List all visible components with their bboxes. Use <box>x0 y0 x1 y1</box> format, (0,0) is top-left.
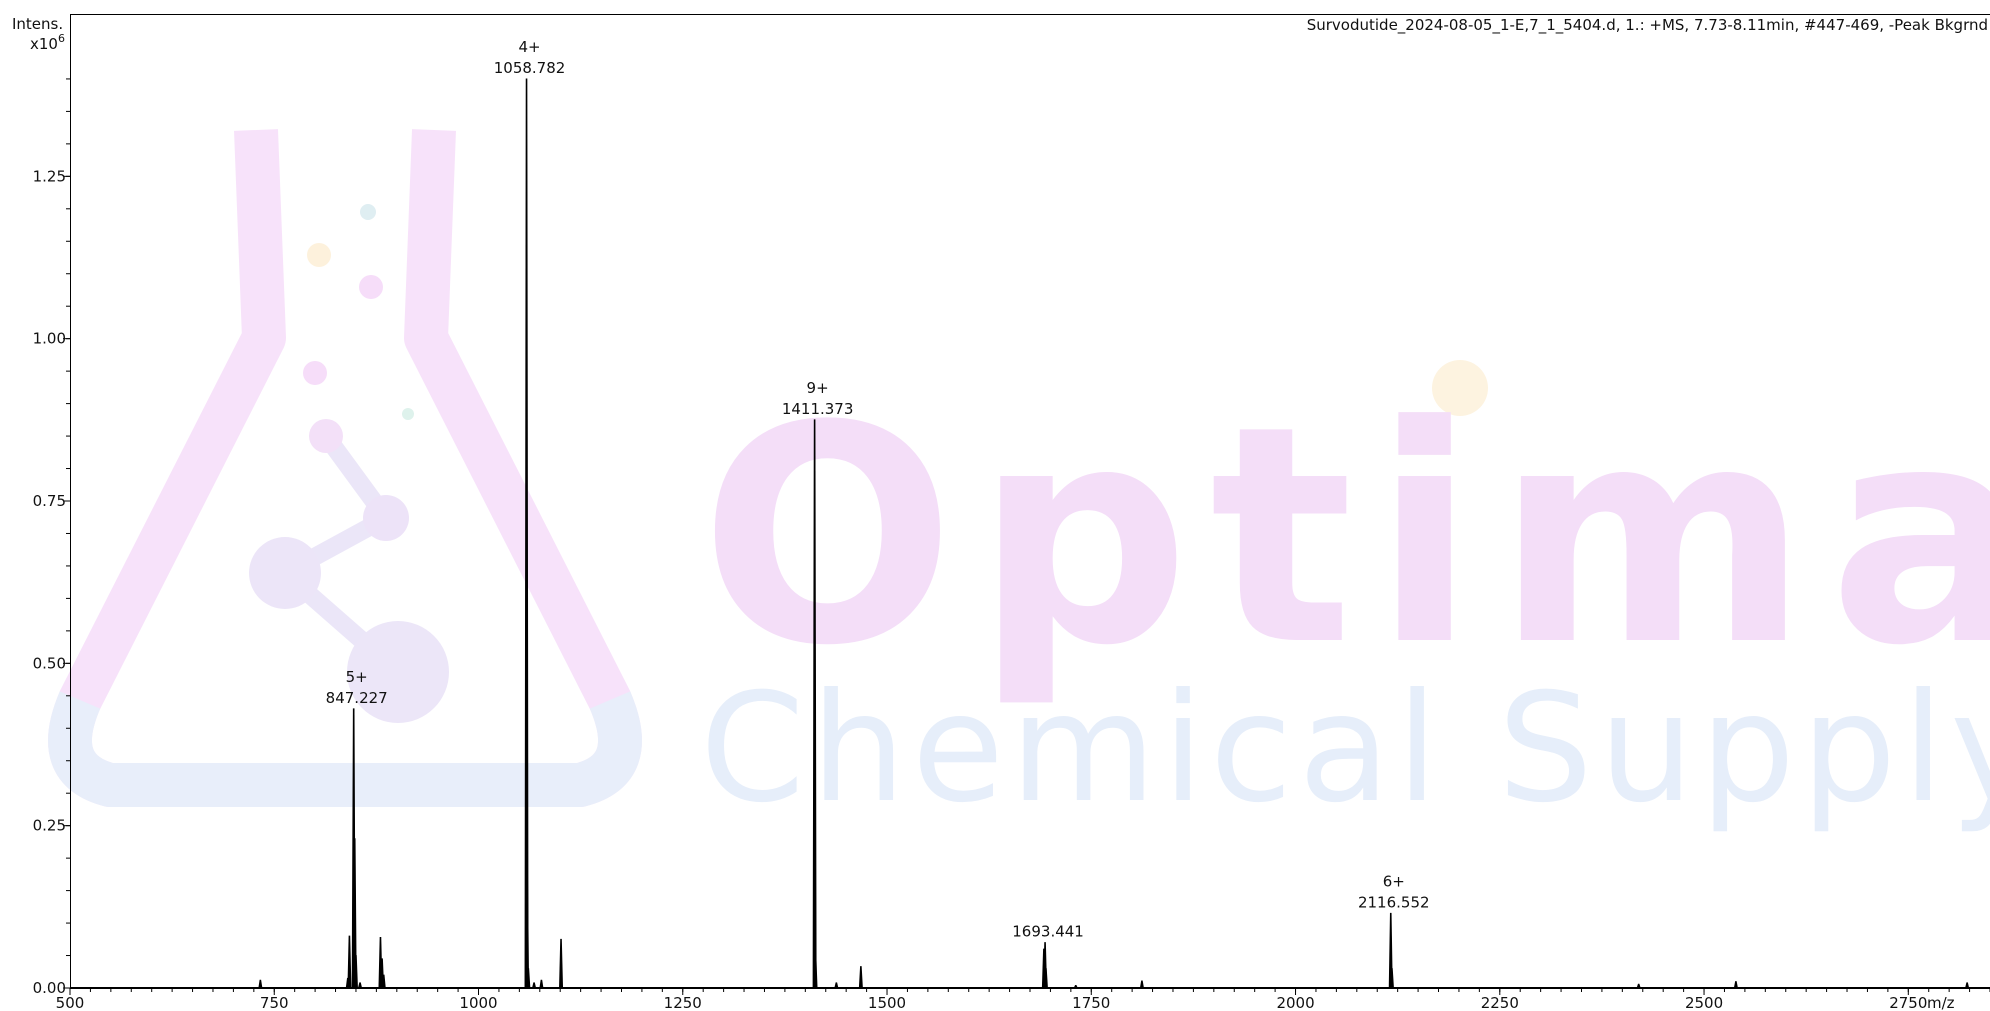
spectrum-peak <box>539 979 544 989</box>
x-tick-label: 1500 <box>868 994 906 1011</box>
x-tick-label: 2750 <box>1889 994 1927 1011</box>
peak-mz-label: 2116.552 <box>1358 893 1430 911</box>
x-axis-label: m/z <box>1927 994 1955 1011</box>
peak-annotations: 847.227 5+ 1058.782 4+ 1411.373 9+ 1693.441 211… <box>326 38 1430 941</box>
y-scale-label: x106 <box>30 32 65 53</box>
peak-mz-label: 1058.782 <box>494 59 566 77</box>
spectrum-peak <box>858 966 863 989</box>
spectrum-peak <box>258 979 263 989</box>
y-tick-label: 1.00 <box>33 330 66 348</box>
x-tick-label: 2250 <box>1481 994 1519 1011</box>
spectrum-peaks <box>70 78 1990 989</box>
spectrum-peak <box>1139 980 1145 989</box>
y-tick-label: 0.00 <box>33 979 66 997</box>
y-tick-label: 1.25 <box>33 167 66 185</box>
y-scale-exponent: 6 <box>58 32 65 45</box>
watermark-logo: Optima Chemical Supply <box>48 129 1990 836</box>
x-tick-label: 2500 <box>1685 994 1723 1011</box>
watermark-text-line1: Optima <box>700 362 1990 711</box>
x-tick-label: 750 <box>260 994 289 1011</box>
x-tick-label: 2000 <box>1276 994 1314 1011</box>
spectrum-peak <box>524 78 529 989</box>
x-axis-ticks: 500 750 1000 1250 1500 1750 2000 2250 2500 2750 <box>56 988 1990 1011</box>
y-axis-label: Intens. <box>12 15 63 33</box>
peak-charge-label: 9+ <box>807 379 829 397</box>
y-tick-label: 0.75 <box>33 492 66 510</box>
peak-mz-label: 1693.441 <box>1012 923 1084 941</box>
y-axis-ticks: 0.00 0.25 0.50 0.75 1.00 1.25 <box>33 78 70 997</box>
x-tick-label: 1000 <box>459 994 497 1011</box>
chart-title: Survodutide_2024-08-05_1-E,7_1_5404.d, 1… <box>1307 16 1988 35</box>
peak-mz-label: 1411.373 <box>782 400 854 418</box>
peak-charge-label: 6+ <box>1383 872 1405 890</box>
x-tick-label: 1250 <box>664 994 702 1011</box>
x-tick-label: 1750 <box>1072 994 1110 1011</box>
spectrum-peak <box>559 938 564 989</box>
peak-mz-label: 847.227 <box>326 689 388 707</box>
spectrum-peak <box>347 935 352 989</box>
watermark-text-line2: Chemical Supply <box>700 662 1990 836</box>
peak-charge-label: 4+ <box>518 38 540 56</box>
y-tick-label: 0.25 <box>33 817 66 835</box>
x-tick-label: 500 <box>56 994 85 1011</box>
y-tick-label: 0.50 <box>33 654 66 672</box>
peak-charge-label: 5+ <box>346 668 368 686</box>
